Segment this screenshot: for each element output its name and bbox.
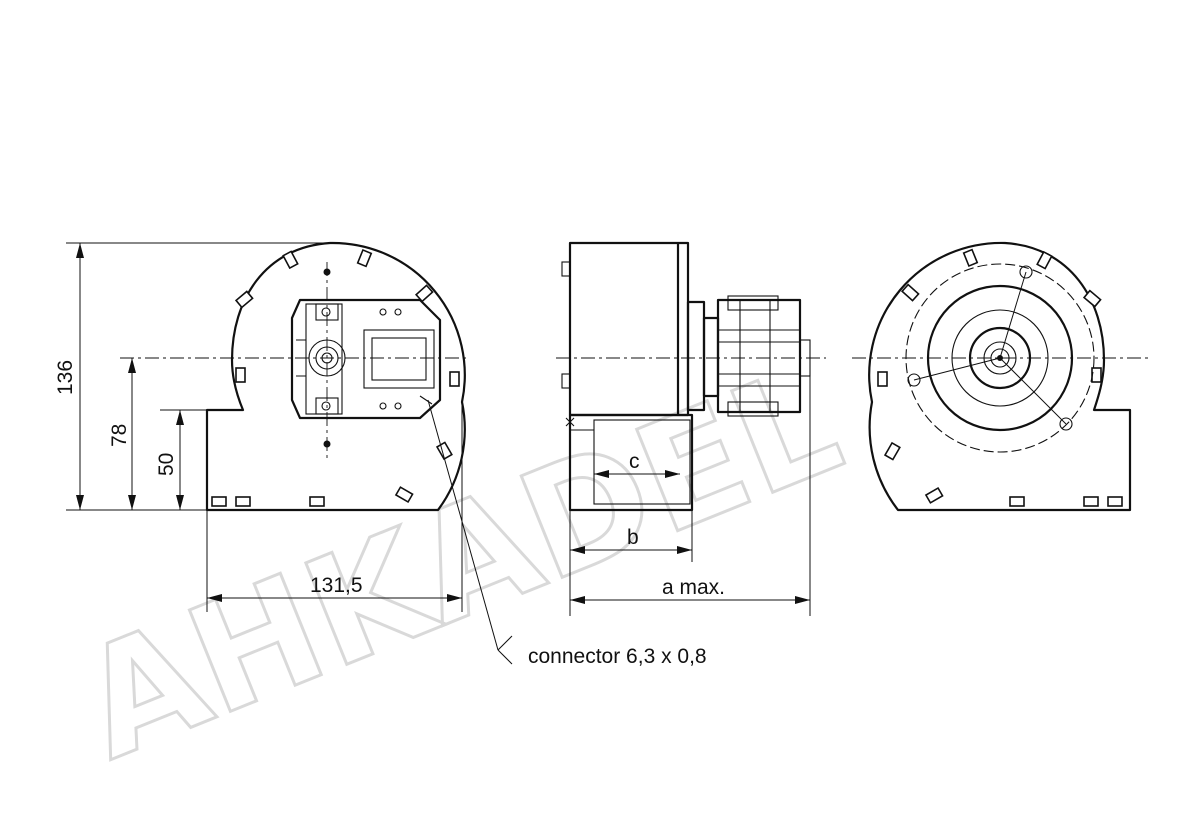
rear-view [852,241,1150,512]
side-view [556,241,826,512]
rear-mounting-holes [907,265,1073,431]
dim-label-50: 50 [155,453,178,476]
dimension-a-max: a max. [570,376,811,616]
dim-label-131-5: 131,5 [310,574,363,597]
front-housing-slots [211,248,460,507]
side-outlet [568,413,694,512]
dimension-50: 50 [155,409,243,510]
watermark: AHKADEL [57,332,864,795]
dim-label-78: 78 [108,424,131,447]
dimension-131-5: 131,5 [206,400,463,612]
rear-housing-outline [868,241,1132,512]
dimension-c: c [594,450,680,478]
dimension-136: 136 [54,242,330,511]
dimension-78: 78 [108,358,136,510]
dim-label-c: c [629,450,640,473]
dimension-b: b [569,510,693,616]
side-motor [686,295,811,417]
front-housing-outline [205,241,466,512]
watermark-text: AHKADEL [58,334,862,794]
rear-housing-slots [877,248,1123,507]
connector-label: connector 6,3 x 0,8 [528,645,707,668]
front-motor [290,298,442,420]
connector-callout: connector 6,3 x 0,8 [427,399,707,668]
dim-label-136: 136 [54,360,77,395]
dim-label-b: b [627,526,639,549]
dim-label-a-max: a max. [662,576,725,599]
